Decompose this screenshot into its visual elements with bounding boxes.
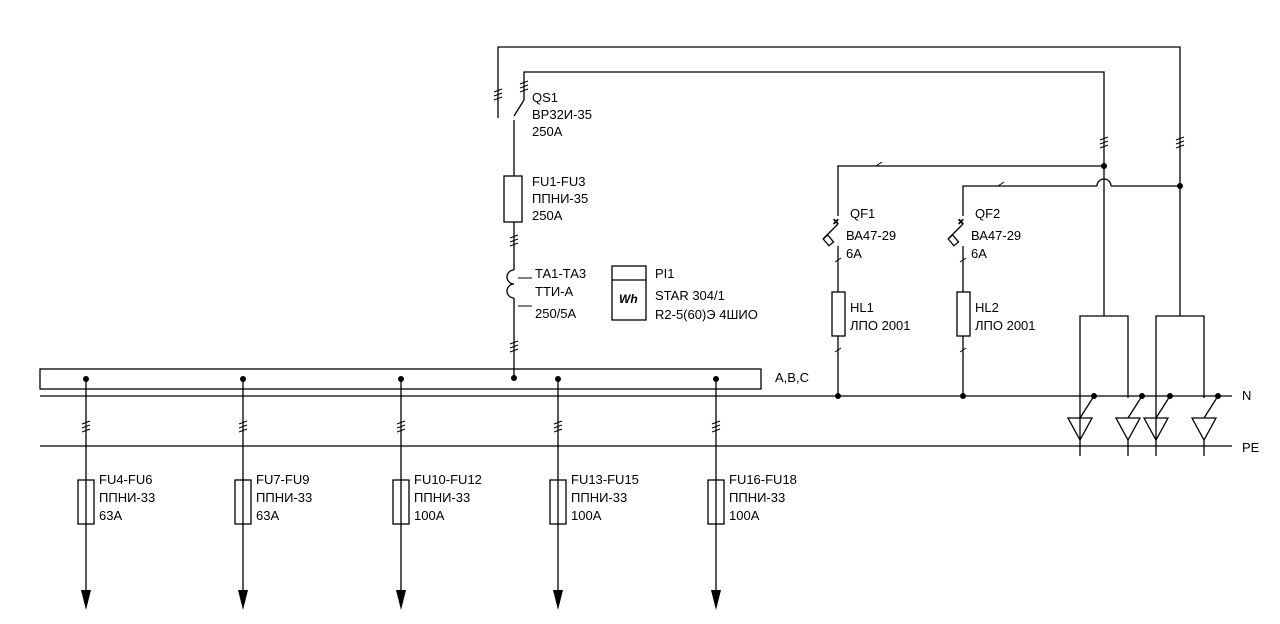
feeder-3-designation: FU10-FU12 — [414, 472, 482, 487]
feeder-3 — [392, 376, 410, 610]
ta-designation: ТА1-ТА3 — [535, 266, 586, 281]
feeder-2 — [234, 376, 252, 610]
feeder-4-designation: FU13-FU15 — [571, 472, 639, 487]
feeder-1-type: ППНИ-33 — [99, 490, 155, 505]
feeder-5-rating: 100А — [729, 508, 760, 523]
feeder-3-type: ППНИ-33 — [414, 490, 470, 505]
feeder-1-fuse — [77, 479, 95, 525]
qf1-type: ВА47-29 — [846, 228, 896, 243]
hl2-designation: HL2 — [975, 300, 999, 315]
neutral-bus-label: N — [1242, 388, 1251, 403]
ta-type: ТТИ-А — [535, 284, 574, 299]
ta1-ta3-transformer — [506, 269, 515, 299]
hl1-type: ЛПО 2001 — [850, 318, 911, 333]
svg-text:×: × — [833, 217, 839, 228]
feeder-2-rating: 63А — [256, 508, 279, 523]
ta-ratio: 250/5А — [535, 306, 577, 321]
qs1-designation: QS1 — [532, 90, 558, 105]
feeder-2-designation: FU7-FU9 — [256, 472, 309, 487]
hl1-designation: HL1 — [850, 300, 874, 315]
pe-bus-label: PE — [1242, 440, 1260, 455]
feeder-5 — [707, 376, 725, 610]
feeder-4-arrow — [553, 590, 563, 610]
feeder-2-type: ППНИ-33 — [256, 490, 312, 505]
feeder-2-fuse — [234, 479, 252, 525]
qf1-rating: 6А — [846, 246, 862, 261]
hl1-lamp — [831, 291, 846, 337]
feeder-1-rating: 63А — [99, 508, 122, 523]
fu1-fu3-designation: FU1-FU3 — [532, 174, 585, 189]
qs1-type: ВР32И-35 — [532, 107, 592, 122]
feeder-3-arrow — [396, 590, 406, 610]
hl2-type: ЛПО 2001 — [975, 318, 1036, 333]
lighting-branch: × × — [822, 161, 1183, 399]
qf2-designation: QF2 — [975, 206, 1000, 221]
feeder-2-arrow — [238, 590, 248, 610]
svg-text:×: × — [958, 217, 964, 228]
feeder-3-rating: 100А — [414, 508, 445, 523]
fu1-fu3-rating: 250А — [532, 208, 563, 223]
feeder-4-type: ППНИ-33 — [571, 490, 627, 505]
fu1-fu3-fuse — [503, 175, 523, 223]
meter-model: STAR 304/1 — [655, 288, 725, 303]
hl2-lamp — [956, 291, 971, 337]
feeder-4-fuse — [549, 479, 567, 525]
meter-symbol: Wh — [619, 292, 638, 306]
feeder-4 — [549, 376, 567, 610]
feeder-5-designation: FU16-FU18 — [729, 472, 797, 487]
feeder-5-type: ППНИ-33 — [729, 490, 785, 505]
meter-pi1: Wh — [611, 265, 647, 321]
qf2-rating: 6А — [971, 246, 987, 261]
surge-arresters — [1066, 166, 1221, 456]
qf2-type: ВА47-29 — [971, 228, 1021, 243]
feeder-5-fuse — [707, 479, 725, 525]
feeder-3-fuse — [392, 479, 410, 525]
incoming-line — [503, 99, 525, 381]
feeder-1 — [77, 376, 95, 610]
feeder-1-arrow — [81, 590, 91, 610]
qf1-designation: QF1 — [850, 206, 875, 221]
qs1-rating: 250А — [532, 124, 563, 139]
meter-designation: PI1 — [655, 266, 675, 281]
fu1-fu3-type: ППНИ-35 — [532, 191, 588, 206]
feeder-5-arrow — [711, 590, 721, 610]
control-wiring — [493, 46, 1185, 186]
meter-spec: R2-5(60)Э 4ШИО — [655, 307, 758, 322]
busbar-label: A,B,C — [775, 370, 809, 385]
feeder-1-designation: FU4-FU6 — [99, 472, 152, 487]
qs1-blade — [513, 99, 525, 117]
feeder-4-rating: 100А — [571, 508, 602, 523]
